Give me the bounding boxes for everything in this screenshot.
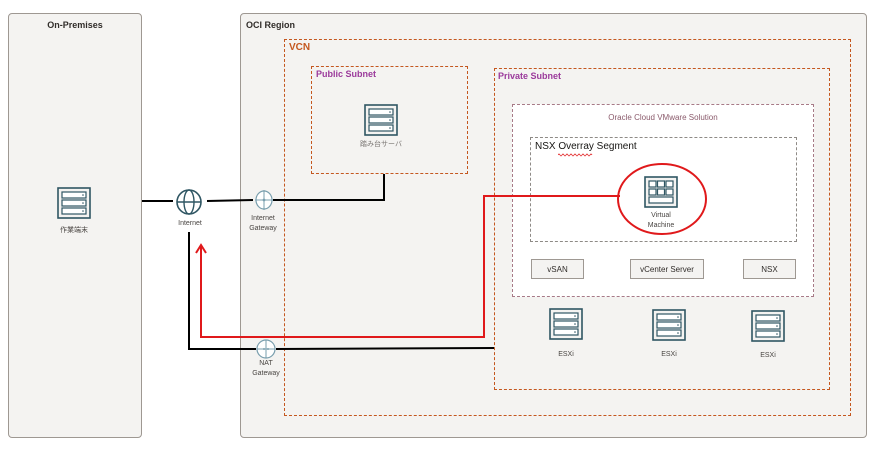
oci-region-title: OCI Region <box>246 20 295 30</box>
esxi-host-3-label: ESXi <box>760 352 776 359</box>
spellcheck-underline <box>558 153 593 157</box>
esxi-host-2-icon <box>652 309 686 341</box>
link-nat-private <box>275 347 495 350</box>
virtual-machine-label-line2: Machine <box>647 222 675 229</box>
ocvs-title: Oracle Cloud VMware Solution <box>608 113 718 122</box>
bastion-server-label: 踏み台サーバ <box>360 141 402 148</box>
internet-label: Internet <box>178 220 202 227</box>
on-premises-panel: On-Premises <box>8 13 142 438</box>
internet-gateway-icon <box>255 190 273 210</box>
link-internet-igw <box>206 199 254 202</box>
nat-gateway-label-line1: NAT <box>259 360 273 367</box>
nsx-box: NSX <box>743 259 796 279</box>
link-internet-nat <box>188 232 256 350</box>
public-subnet-boundary <box>311 66 468 174</box>
bastion-server-icon <box>364 104 398 136</box>
terminal-label: 作業端末 <box>60 227 88 234</box>
vcenter-server-box: vCenter Server <box>630 259 704 279</box>
virtual-machine-label-line1: Virtual <box>651 212 671 219</box>
nat-gateway-label-line2: Gateway <box>252 370 280 377</box>
esxi-host-1-label: ESXi <box>558 351 574 358</box>
virtual-machine-label: Virtual Machine <box>636 211 686 231</box>
public-subnet-title: Public Subnet <box>316 69 377 79</box>
internet-globe-icon <box>176 189 202 215</box>
on-premises-title: On-Premises <box>47 20 103 30</box>
private-subnet-boundary <box>494 68 830 390</box>
vcn-boundary <box>284 39 851 416</box>
link-igw-bastion <box>273 174 385 201</box>
vsan-box: vSAN <box>531 259 584 279</box>
esxi-host-2-label: ESXi <box>661 351 677 358</box>
internet-gateway-label: Internet Gateway <box>238 214 288 234</box>
nat-gateway-icon <box>256 339 276 359</box>
internet-gateway-label-line2: Gateway <box>249 225 277 232</box>
nat-gateway-label: NAT Gateway <box>241 359 291 379</box>
highlight-path-vm-internet <box>200 195 620 338</box>
terminal-server-icon <box>57 187 91 219</box>
virtual-machine-icon <box>644 176 678 208</box>
esxi-host-1-icon <box>549 308 583 340</box>
nsx-segment-title: NSX Overray Segment <box>535 141 637 152</box>
internet-gateway-label-line1: Internet <box>251 215 275 222</box>
vm-highlight-circle <box>617 163 707 235</box>
esxi-host-3-icon <box>751 310 785 342</box>
highlight-arrowhead <box>195 243 207 254</box>
vcn-title: VCN <box>289 42 311 53</box>
private-subnet-title: Private Subnet <box>498 71 562 81</box>
